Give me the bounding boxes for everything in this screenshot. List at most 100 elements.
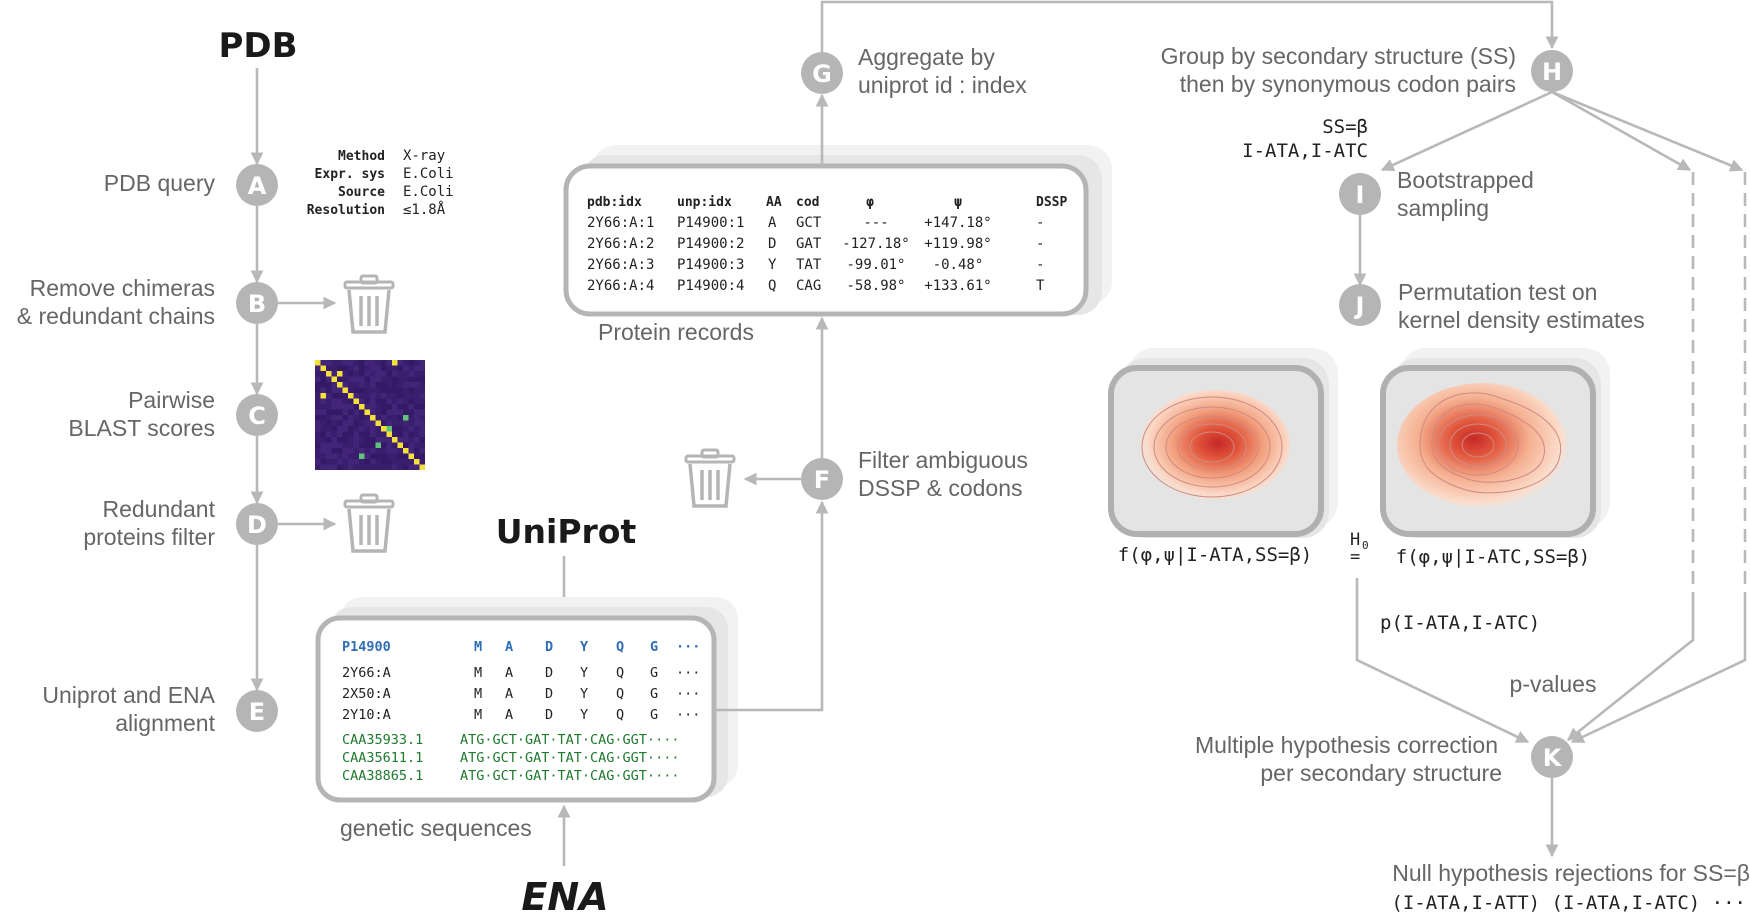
kde-plot-icon [1380, 348, 1610, 538]
ena-source-label: ENA [521, 875, 608, 916]
pdb-residue: Y [580, 665, 588, 681]
svg-text:+119.98°: +119.98° [924, 236, 991, 252]
node-i-label-line2: sampling [1397, 195, 1489, 221]
result-pairs: (I-ATA,I-ATT) (I-ATA,I-ATC) ··· [1391, 892, 1746, 914]
svg-text:-99.01°: -99.01° [846, 257, 905, 273]
pdb-residue: A [505, 686, 513, 702]
uniprot-residue: ··· [676, 639, 700, 655]
node-j: J [1339, 284, 1381, 326]
svg-text:T: T [1036, 278, 1045, 294]
heatmap-icon [315, 360, 425, 470]
pdb-residue: ··· [676, 707, 700, 723]
svg-text:K: K [1543, 744, 1563, 772]
node-f-label-line2: DSSP & codons [858, 475, 1023, 501]
svg-text:-58.98°: -58.98° [846, 278, 905, 294]
node-c: C [236, 394, 278, 436]
node-j-label-line1: Permutation test on [1398, 279, 1597, 305]
svg-text:AA: AA [766, 195, 782, 210]
svg-text:GCT: GCT [796, 215, 822, 231]
ena-row-id: CAA35611.1 [342, 750, 423, 766]
uniprot-residue: M [474, 639, 482, 655]
pdb-residue: G [650, 707, 658, 723]
svg-text:GAT: GAT [796, 236, 822, 252]
node-j-label-line2: kernel density estimates [1398, 307, 1645, 333]
svg-text:pdb:idx: pdb:idx [587, 195, 642, 210]
svg-text:---: --- [863, 215, 888, 231]
svg-text:X-ray: X-ray [403, 148, 445, 164]
svg-text:Method: Method [338, 149, 385, 164]
pdb-residue: D [545, 686, 553, 702]
svg-text:Source: Source [338, 185, 385, 200]
pdb-row-id: 2Y10:A [342, 707, 391, 723]
svg-text:E.Coli: E.Coli [403, 166, 454, 182]
node-h-label-line2: then by synonymous codon pairs [1180, 71, 1516, 97]
pdb-residue: D [545, 707, 553, 723]
pdb-row-id: 2Y66:A [342, 665, 391, 681]
svg-text:+147.18°: +147.18° [924, 215, 991, 231]
svg-text:J: J [1354, 292, 1365, 320]
arrow-g-to-h [820, 0, 1559, 52]
h0-equality: H 0 = [1350, 530, 1369, 567]
arrow-alignment-to-f [714, 500, 829, 712]
svg-text:unp:idx: unp:idx [677, 195, 732, 210]
pdb-residue: Q [616, 665, 624, 681]
svg-text:D: D [247, 511, 267, 539]
svg-text:P14900:4: P14900:4 [677, 278, 744, 294]
svg-text:TAT: TAT [796, 257, 822, 273]
ena-codons: ATG·GCT·GAT·TAT·CAG·GGT···· [460, 768, 679, 784]
svg-text:Y: Y [768, 257, 777, 273]
protein-records-caption: Protein records [598, 319, 754, 345]
pdb-residue: D [545, 665, 553, 681]
svg-text:φ: φ [866, 195, 874, 210]
svg-text:+133.61°: +133.61° [924, 278, 991, 294]
node-d-label-line2: proteins filter [83, 524, 215, 550]
node-d-label-line1: Redundant [102, 496, 215, 522]
node-e: E [236, 690, 278, 732]
svg-text:-: - [1036, 236, 1044, 252]
pdb-residue: M [474, 665, 482, 681]
svg-text:2Y66:A:1: 2Y66:A:1 [587, 215, 654, 231]
svg-text:I: I [1356, 181, 1365, 209]
svg-text:Resolution: Resolution [307, 203, 385, 218]
node-f: F [801, 458, 843, 500]
svg-text:G: G [812, 60, 832, 88]
svg-text:E: E [249, 698, 265, 726]
node-k: K [1531, 736, 1573, 778]
uniprot-residue: A [505, 639, 513, 655]
svg-text:F: F [814, 466, 830, 494]
svg-text:-: - [1036, 257, 1044, 273]
svg-text:ψ: ψ [954, 195, 962, 210]
arrow-h-branch-3 [1551, 90, 1744, 172]
svg-text:E.Coli: E.Coli [403, 184, 454, 200]
svg-text:D: D [768, 236, 776, 252]
node-a-label: PDB query [104, 170, 216, 196]
svg-text:P14900:2: P14900:2 [677, 236, 744, 252]
arrow-h-to-i [1380, 90, 1553, 172]
svg-text:CAG: CAG [796, 278, 821, 294]
svg-text:-127.18°: -127.18° [842, 236, 909, 252]
svg-text:2Y66:A:3: 2Y66:A:3 [587, 257, 654, 273]
svg-text:Q: Q [768, 278, 776, 294]
arrow-pvalue-to-k [1355, 578, 1530, 744]
result-title: Null hypothesis rejections for SS=β [1392, 860, 1750, 886]
pdb-source-label: PDB [218, 26, 297, 66]
uniprot-residue: G [650, 639, 658, 655]
node-k-label-line2: per secondary structure [1260, 760, 1502, 786]
node-e-label-line1: Uniprot and ENA [42, 682, 215, 708]
uniprot-row-id: P14900 [342, 639, 391, 655]
svg-text:H: H [1542, 58, 1562, 86]
node-a: A [236, 164, 278, 206]
node-b-label-line1: Remove chimeras [30, 275, 215, 301]
svg-text:P14900:3: P14900:3 [677, 257, 744, 273]
pdb-residue: M [474, 707, 482, 723]
uniprot-residue: D [545, 639, 553, 655]
node-k-label-line1: Multiple hypothesis correction [1195, 732, 1498, 758]
ena-row-id: CAA35933.1 [342, 732, 423, 748]
svg-text:0: 0 [1362, 539, 1369, 552]
protein-records-table: pdb:idx unp:idx AA cod φ ψ DSSP 2Y66:A:1… [587, 195, 1067, 294]
pdb-residue: A [505, 707, 513, 723]
pdb-residue: G [650, 686, 658, 702]
svg-text:Expr. sys: Expr. sys [315, 167, 385, 182]
svg-text:2Y66:A:2: 2Y66:A:2 [587, 236, 654, 252]
svg-text:-0.48°: -0.48° [933, 257, 984, 273]
